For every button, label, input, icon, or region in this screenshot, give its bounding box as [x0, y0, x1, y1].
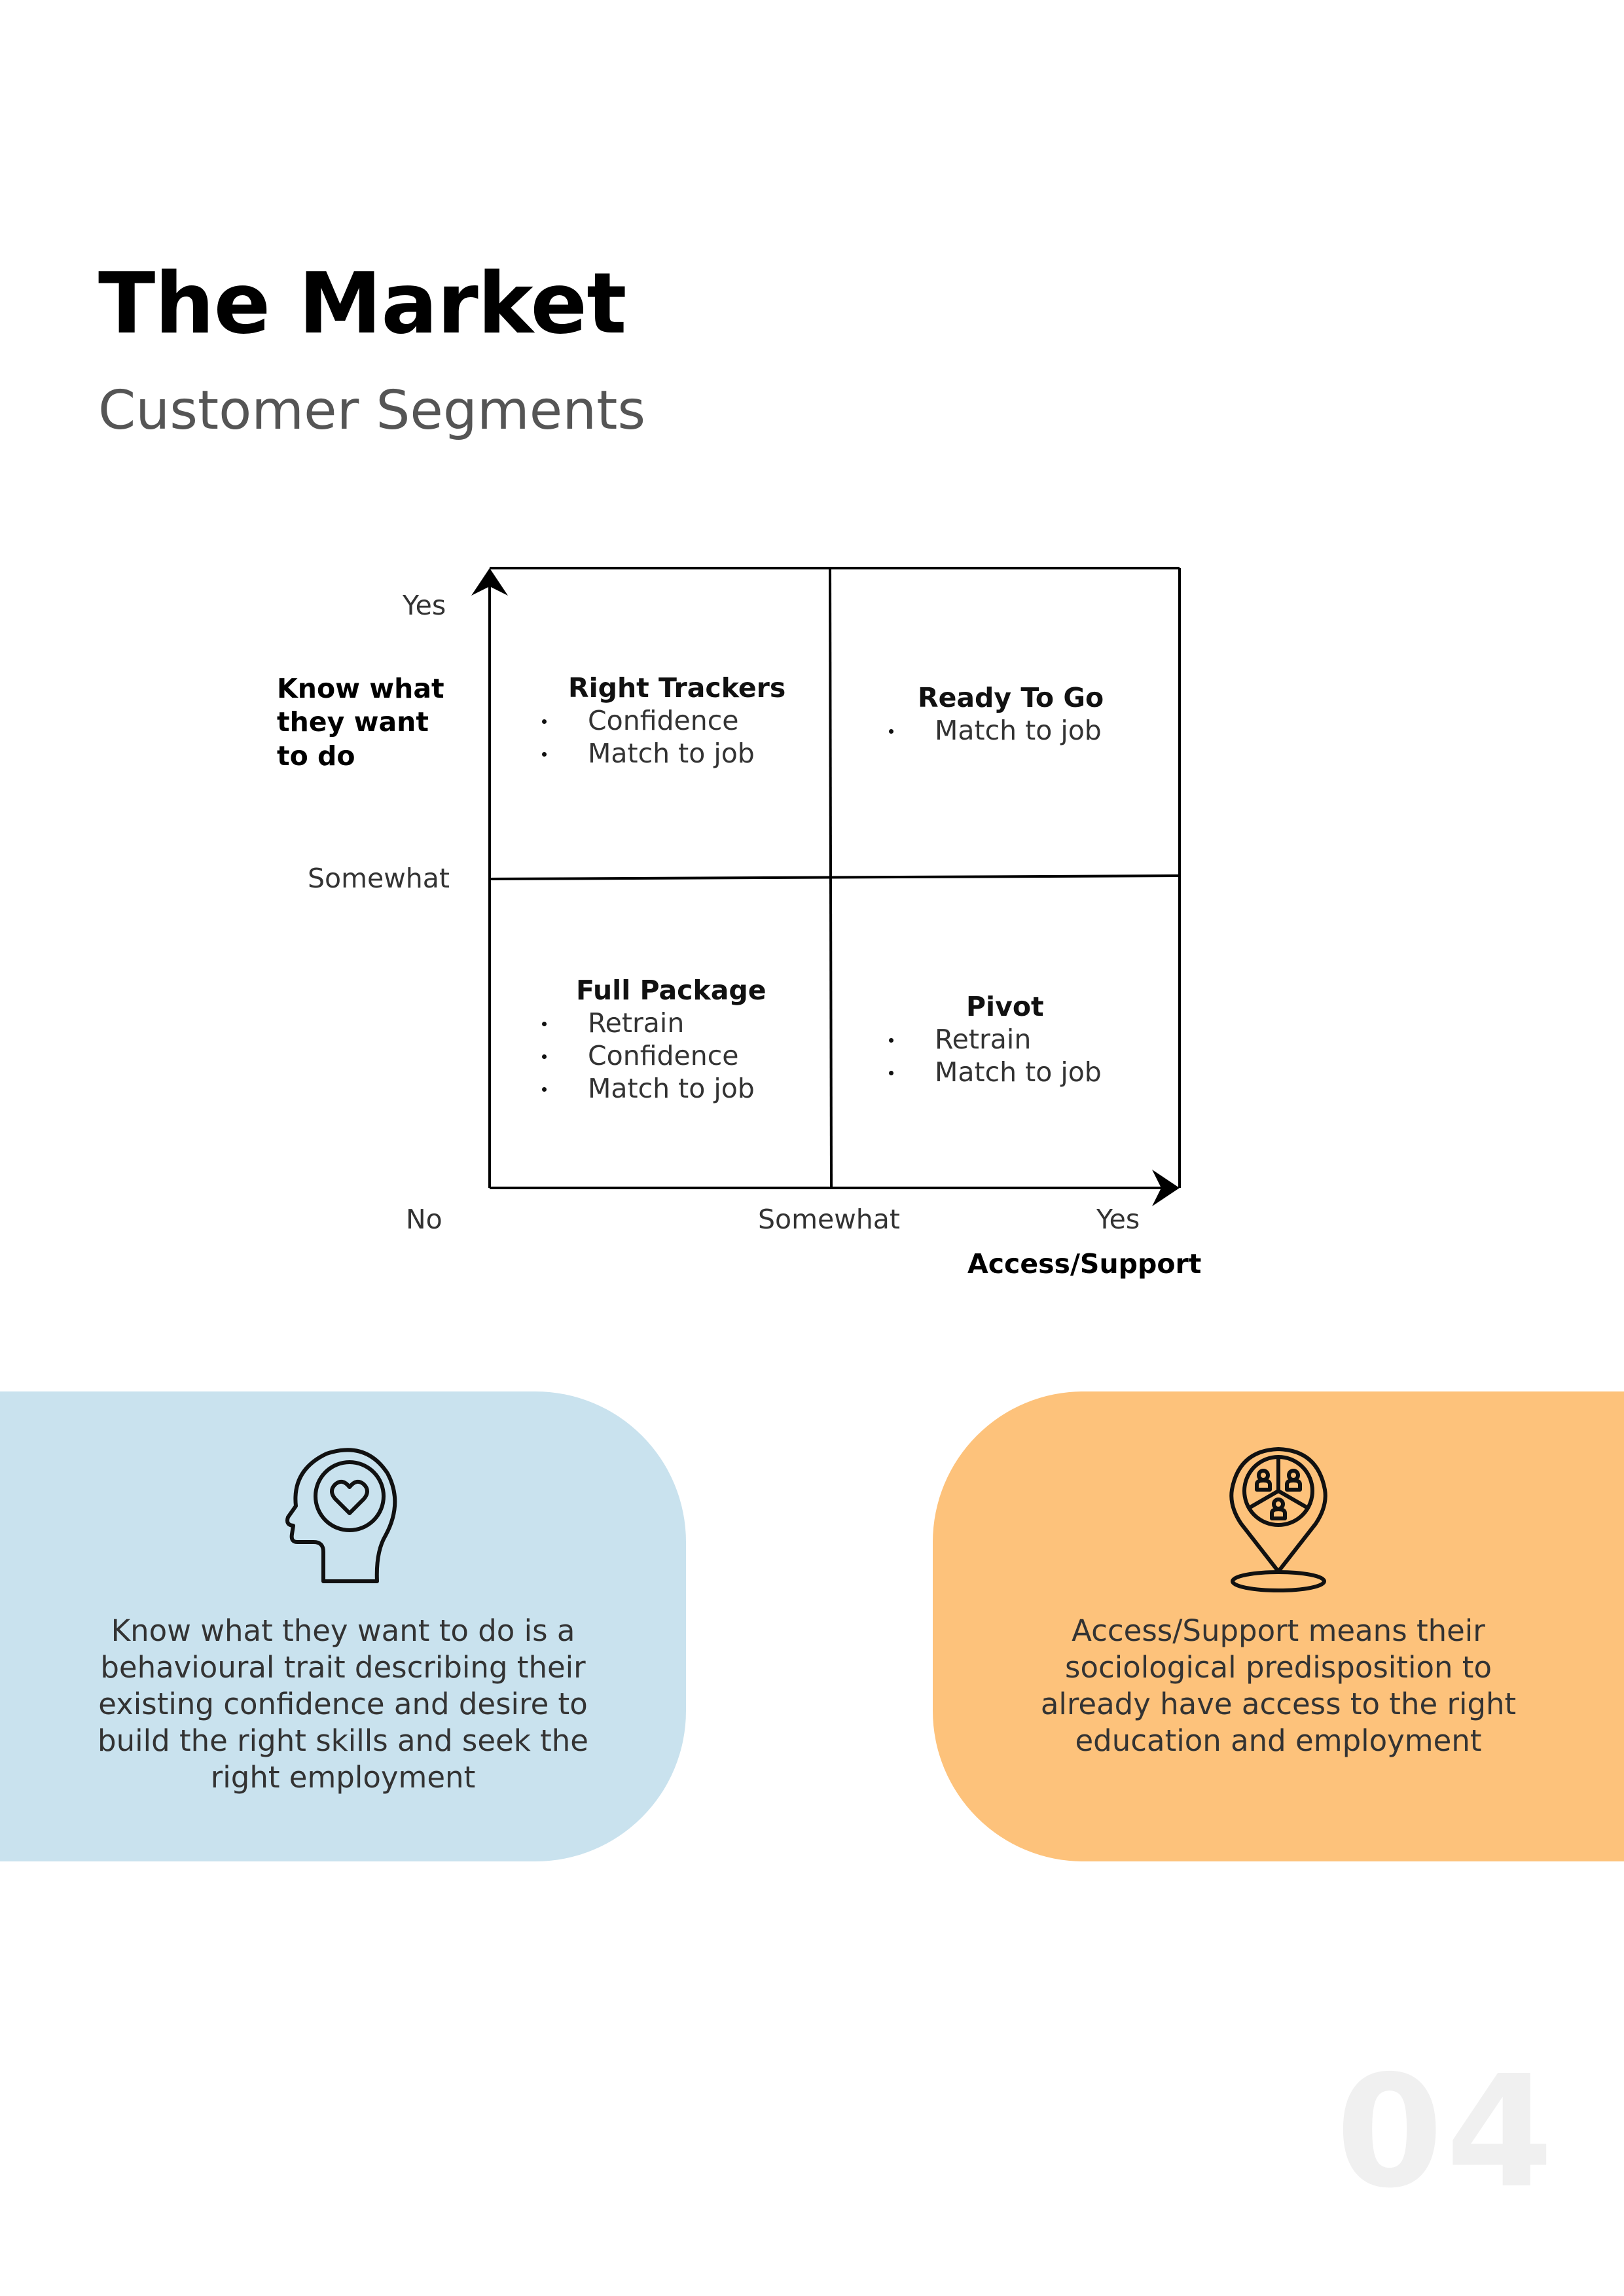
access-support-description: Access/Support means their sociological …	[933, 1613, 1624, 1759]
description-line: Access/Support means their	[1072, 1613, 1485, 1648]
quadrant-item: Match to job	[542, 1072, 767, 1105]
description-line: behavioural trait describing their	[100, 1650, 586, 1685]
x-axis-title: Access/Support	[967, 1248, 1202, 1280]
quadrant-right-trackers: Right Trackers Confidence Match to job	[542, 672, 785, 770]
page-subtitle: Customer Segments	[98, 380, 646, 442]
quadrant-item: Match to job	[542, 737, 785, 770]
description-line: right employment	[210, 1760, 476, 1795]
y-level-no: No	[406, 1204, 442, 1235]
description-line: Know what they want to do is a	[111, 1613, 575, 1648]
quadrant-title: Right Trackers	[568, 672, 786, 704]
description-line: existing confidence and desire to	[98, 1687, 588, 1721]
y-axis-title-line: they want	[277, 706, 429, 738]
quadrant-title: Pivot	[966, 991, 1044, 1022]
quadrant-item: Retrain	[542, 1007, 767, 1039]
description-line: build the right skills and seek the	[98, 1723, 588, 1758]
y-axis-title-line: to do	[277, 740, 355, 772]
know-what-card: Know what they want to do is a behaviour…	[0, 1391, 686, 1861]
description-line: sociological predisposition to	[1065, 1650, 1492, 1685]
quadrant-item: Confidence	[542, 1039, 767, 1072]
know-what-description: Know what they want to do is a behaviour…	[0, 1613, 686, 1796]
quadrant-item: Match to job	[889, 714, 1104, 747]
quadrant-pivot: Pivot Retrain Match to job	[889, 990, 1102, 1088]
quadrant-title: Ready To Go	[918, 682, 1104, 713]
description-line: already have access to the right	[1040, 1687, 1517, 1721]
horizontal-divider	[489, 874, 1180, 880]
page-title: The Market	[98, 255, 626, 353]
location-pin-group-icon	[1229, 1447, 1327, 1592]
x-level-somewhat: Somewhat	[758, 1204, 900, 1235]
quadrant-full-package: Full Package Retrain Confidence Match to…	[542, 974, 767, 1105]
quadrant-item: Match to job	[889, 1056, 1102, 1088]
y-axis-arrowhead	[471, 568, 508, 596]
y-level-yes: Yes	[403, 590, 446, 621]
head-heart-icon	[285, 1448, 397, 1583]
y-axis-title: Know what they want to do	[277, 672, 444, 773]
quadrant-ready-to-go: Ready To Go Match to job	[889, 681, 1104, 747]
page-number: 04	[1335, 2042, 1556, 2222]
x-level-yes: Yes	[1096, 1204, 1140, 1235]
x-axis-arrowhead	[1152, 1170, 1180, 1206]
quadrant-title: Full Package	[576, 975, 767, 1006]
description-line: education and employment	[1075, 1723, 1482, 1758]
y-level-somewhat: Somewhat	[308, 863, 450, 894]
quadrant-item: Confidence	[542, 704, 785, 737]
access-support-card: Access/Support means their sociological …	[933, 1391, 1624, 1861]
y-axis-title-line: Know what	[277, 673, 444, 704]
quadrant-item: Retrain	[889, 1023, 1102, 1056]
